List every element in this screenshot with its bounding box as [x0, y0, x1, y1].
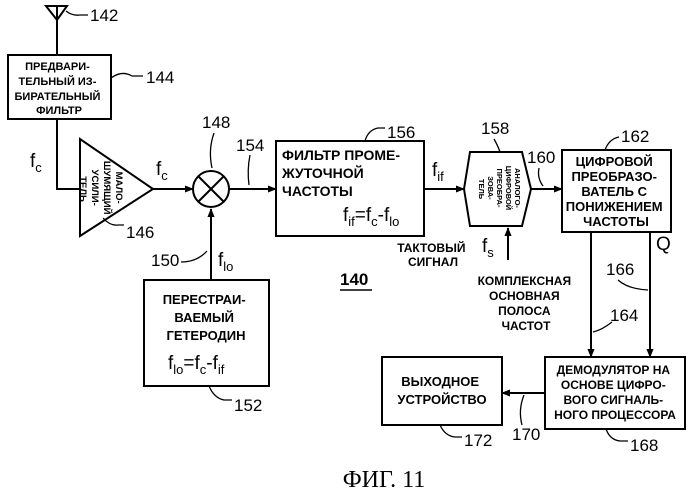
leader-152	[209, 386, 232, 400]
adc-block: АНАЛОГО- ЦИФРОВОЙ ПРЕОБРА- ЗОВА- ТЕЛЬ	[464, 152, 531, 226]
dsp-label: ДЕМОДУЛЯТОР НА ОСНОВЕ ЦИФРО- ВОГО СИГНАЛ…	[554, 363, 676, 422]
mixer-icon	[193, 171, 229, 207]
leader-162	[605, 137, 619, 150]
ref-150: 150	[151, 251, 179, 270]
ref-168: 168	[630, 436, 658, 455]
local-oscillator-block: ПЕРЕСТРАИ- ВАЕМЫЙ ГЕТЕРОДИН flo=fc-fif	[144, 280, 269, 386]
leader-172	[440, 425, 462, 437]
dsp-demodulator-block: ДЕМОДУЛЯТОР НА ОСНОВЕ ЦИФРО- ВОГО СИГНАЛ…	[545, 357, 685, 429]
wire-preselector-lna	[57, 119, 80, 189]
lo-label: ПЕРЕСТРАИ- ВАЕМЫЙ ГЕТЕРОДИН	[163, 292, 250, 343]
digital-downconverter-block: ЦИФРОВОЙ ПРЕОБРАЗО- ВАТЕЛЬ С ПОНИЖЕНИЕМ …	[562, 150, 671, 232]
leader-168	[606, 429, 628, 441]
leader-160	[539, 168, 544, 186]
leader-150	[181, 251, 207, 262]
signal-fs-label: fs	[482, 236, 494, 260]
ref-166: 166	[606, 260, 634, 279]
leader-166	[618, 280, 648, 290]
signal-fc-label: fc	[30, 151, 42, 175]
ref-162: 162	[621, 127, 649, 146]
ref-170: 170	[512, 425, 540, 444]
signal-fif-label: fif	[432, 160, 444, 184]
ref-160: 160	[527, 148, 555, 167]
leader-158	[494, 139, 500, 152]
complex-baseband-label: КОМПЛЕКСНАЯ ОСНОВНАЯ ПОЛОСА ЧАСТОТ	[478, 274, 575, 333]
leader-156	[365, 128, 385, 141]
ref-158: 158	[481, 119, 509, 138]
leader-170	[520, 395, 524, 425]
ref-152: 152	[234, 396, 262, 415]
leader-144	[111, 73, 143, 78]
ref-164: 164	[610, 306, 638, 325]
low-noise-amplifier-block: МАЛО- ШУМЯЩИЙ УСИЛИ- ТЕЛЬ	[77, 139, 153, 236]
leader-164	[593, 322, 612, 332]
ref-140: 140	[340, 270, 368, 289]
ref-156: 156	[387, 123, 415, 142]
leader-148	[210, 133, 214, 168]
figure-caption: ФИГ. 11	[343, 467, 426, 493]
signal-fc-mixer-label: fc	[156, 159, 168, 183]
clock-signal-label: ТАКТОВЫЙ СИГНАЛ	[397, 240, 469, 269]
signal-q-label: Q	[656, 234, 671, 255]
ref-142: 142	[90, 6, 118, 25]
if-filter-block: ФИЛЬТР ПРОМЕ- ЖУТОЧНОЙ ЧАСТОТЫ fif=fc-fl…	[276, 141, 424, 236]
leader-154	[248, 155, 250, 185]
antenna-icon	[46, 6, 67, 55]
preselector-filter-block: ПРЕДВАРИ- ТЕЛЬНЫЙ ИЗ- БИРАТЕЛЬНЫЙ ФИЛЬТР	[8, 55, 111, 119]
ref-172: 172	[464, 431, 492, 450]
output-device-block: ВЫХОДНОЕ УСТРОЙСТВО	[382, 357, 502, 425]
leader-142	[66, 11, 88, 15]
ref-148: 148	[202, 113, 230, 132]
ref-154: 154	[236, 136, 264, 155]
ref-146: 146	[126, 223, 154, 242]
ref-144: 144	[146, 68, 174, 87]
signal-flo-label: flo	[218, 250, 233, 274]
